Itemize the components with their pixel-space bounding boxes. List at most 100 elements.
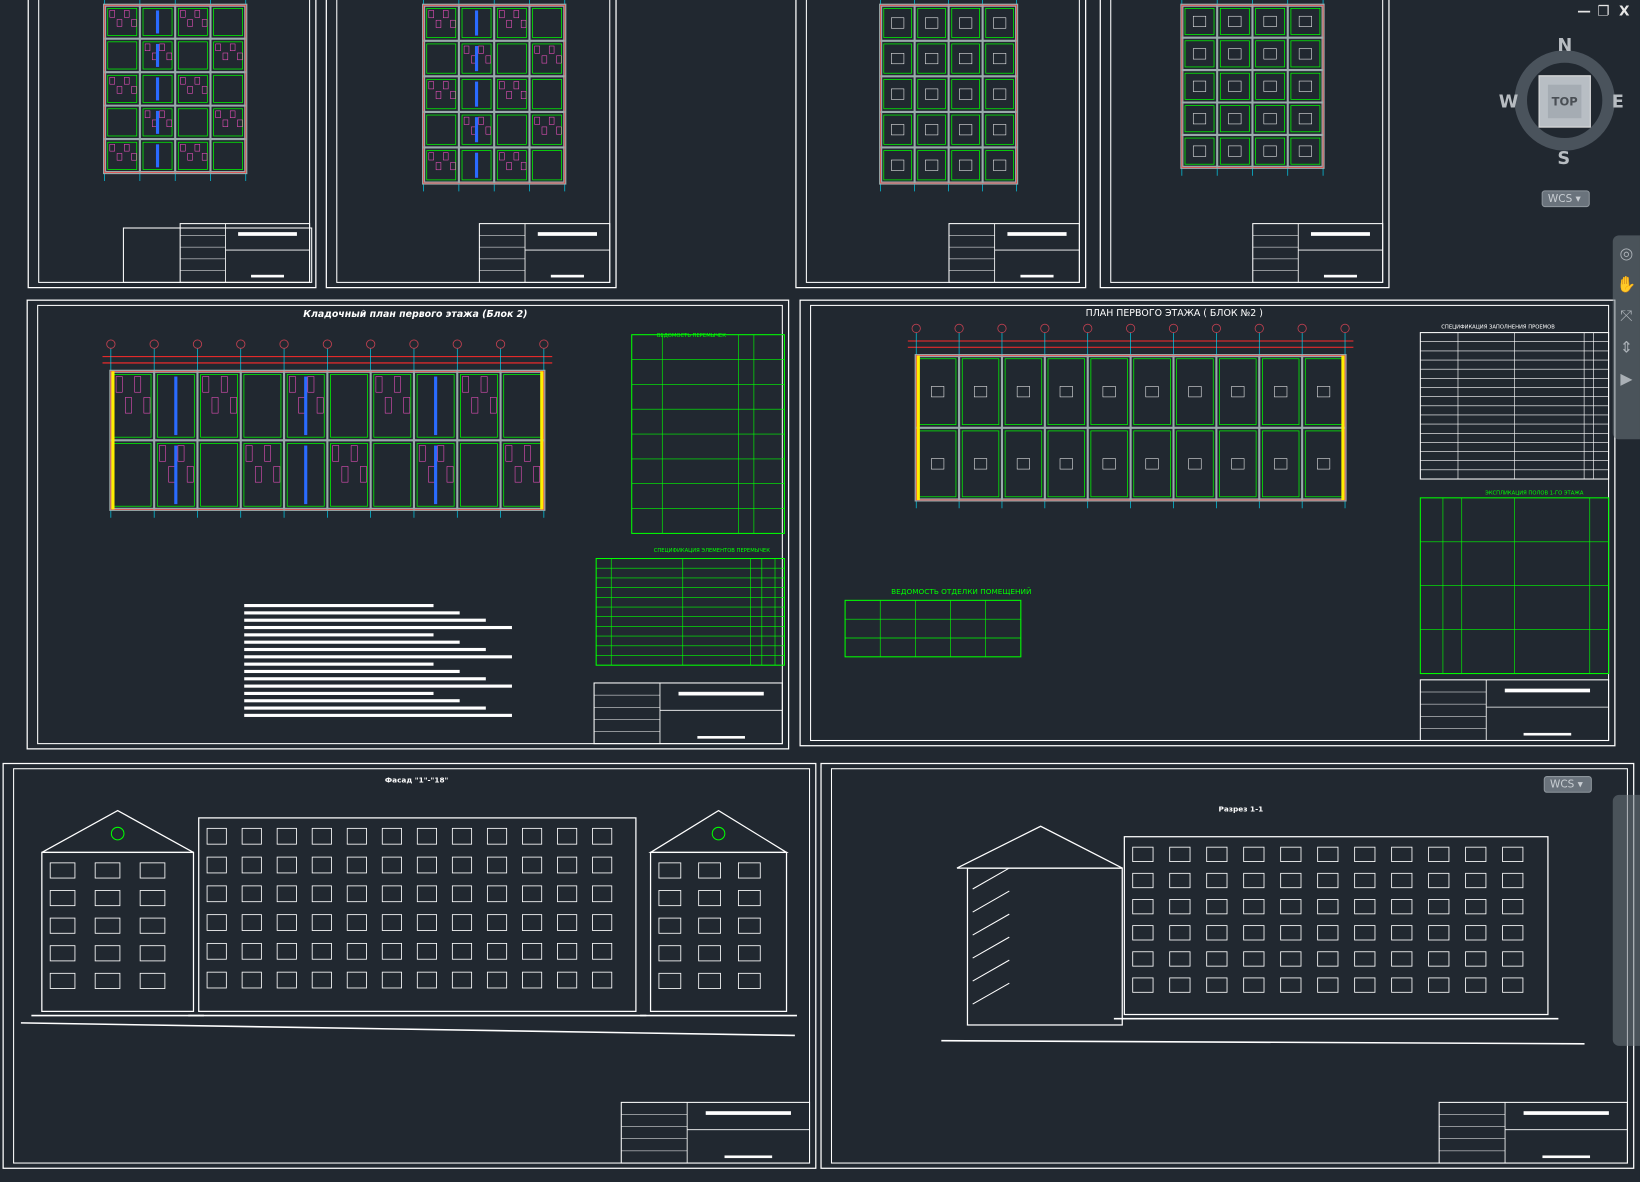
terrain-line bbox=[20, 1022, 795, 1037]
navigation-bar[interactable]: ◎ ✋ ⤧ ⇕ ▶ bbox=[1612, 235, 1640, 440]
room bbox=[213, 8, 244, 36]
close-button[interactable]: X bbox=[1619, 4, 1630, 20]
hatch-mark bbox=[548, 45, 555, 54]
hatch-mark bbox=[513, 152, 520, 161]
hatch-mark bbox=[462, 376, 469, 393]
room bbox=[1184, 72, 1215, 100]
room-tag bbox=[1317, 386, 1331, 398]
compass-south[interactable]: S bbox=[1557, 148, 1571, 170]
window bbox=[486, 827, 508, 845]
hatch-mark bbox=[548, 116, 555, 125]
room-tag bbox=[1228, 113, 1242, 125]
room bbox=[1255, 105, 1285, 133]
room bbox=[961, 358, 1000, 426]
window bbox=[1428, 925, 1450, 941]
window bbox=[346, 856, 367, 874]
room bbox=[107, 8, 138, 36]
zoom-extents-icon[interactable]: ⤧ bbox=[1620, 306, 1633, 326]
room bbox=[177, 8, 208, 36]
room bbox=[496, 8, 527, 39]
viewcube-top-face[interactable]: TOP bbox=[1538, 75, 1591, 128]
compass-east[interactable]: E bbox=[1611, 92, 1624, 113]
hatch-mark bbox=[435, 162, 442, 171]
room bbox=[1290, 105, 1321, 133]
room bbox=[142, 108, 173, 137]
window bbox=[346, 914, 367, 931]
room-tag bbox=[1102, 386, 1116, 398]
s5-sheet-border bbox=[26, 299, 790, 750]
room bbox=[213, 74, 244, 103]
compass-west[interactable]: W bbox=[1498, 92, 1519, 113]
room bbox=[426, 79, 457, 110]
title-block-text bbox=[724, 1155, 773, 1159]
room bbox=[1004, 430, 1043, 498]
s5-title-block bbox=[593, 682, 783, 745]
note-line bbox=[244, 647, 486, 652]
hatch-mark bbox=[131, 19, 137, 27]
s4-title-block bbox=[1252, 223, 1384, 283]
hatch-mark bbox=[514, 466, 522, 483]
hatch-mark bbox=[177, 445, 185, 462]
s3-sheet-frame bbox=[805, 0, 1080, 283]
hatch-mark bbox=[513, 81, 520, 90]
viewcube[interactable]: TOP N S E W bbox=[1499, 36, 1624, 171]
hatch-mark bbox=[131, 86, 137, 94]
note-line bbox=[244, 611, 460, 615]
room-tag bbox=[1102, 458, 1116, 470]
window bbox=[1428, 977, 1450, 993]
orbit-icon[interactable]: ⇕ bbox=[1619, 337, 1633, 357]
window bbox=[557, 827, 578, 845]
hatch-mark bbox=[443, 81, 449, 90]
gable-roof bbox=[648, 809, 789, 854]
section-title: Разрез 1-1 bbox=[1218, 805, 1263, 814]
title-block-text bbox=[1523, 1111, 1609, 1115]
window bbox=[1132, 977, 1154, 993]
stair-flight bbox=[972, 890, 1010, 913]
navigation-bar-lower[interactable] bbox=[1612, 794, 1640, 1046]
note-line bbox=[244, 713, 512, 717]
window bbox=[1317, 872, 1339, 889]
room bbox=[142, 8, 173, 36]
room bbox=[1184, 105, 1215, 133]
window bbox=[49, 917, 76, 934]
title-block-text bbox=[1007, 232, 1067, 236]
window bbox=[698, 945, 721, 962]
ucs-menu-button[interactable]: WCS ▾ bbox=[1541, 190, 1590, 208]
note-line bbox=[244, 633, 434, 637]
title-block-text bbox=[537, 232, 597, 236]
room bbox=[107, 108, 138, 137]
hatch-mark bbox=[215, 43, 221, 51]
window bbox=[451, 885, 473, 903]
s7-sheet-border bbox=[2, 762, 817, 1169]
room bbox=[951, 43, 980, 74]
room-tag bbox=[1231, 458, 1245, 470]
window bbox=[737, 862, 761, 879]
compass-north[interactable]: N bbox=[1557, 35, 1573, 57]
steering-wheel-icon[interactable]: ◎ bbox=[1619, 243, 1634, 263]
hatch-mark bbox=[237, 119, 243, 127]
window bbox=[241, 856, 262, 874]
window bbox=[1317, 899, 1339, 915]
minimize-button[interactable]: — bbox=[1577, 4, 1591, 20]
room bbox=[951, 114, 980, 145]
title-block-text bbox=[705, 1111, 791, 1115]
hatch-mark bbox=[211, 397, 219, 414]
window bbox=[1243, 872, 1265, 889]
window bbox=[557, 942, 578, 960]
showmotion-icon[interactable]: ▶ bbox=[1620, 369, 1633, 389]
hatch-mark bbox=[506, 91, 512, 99]
window bbox=[1502, 977, 1524, 993]
window bbox=[486, 914, 508, 931]
window bbox=[557, 885, 578, 903]
window bbox=[1280, 977, 1302, 993]
pan-hand-icon[interactable]: ✋ bbox=[1616, 275, 1637, 294]
room-tag bbox=[891, 159, 905, 171]
hatch-mark bbox=[168, 466, 176, 483]
ucs-menu-button-lower[interactable]: WCS ▾ bbox=[1543, 776, 1592, 793]
room bbox=[1219, 72, 1250, 100]
restore-button[interactable]: ❐ bbox=[1597, 4, 1610, 20]
hatch-mark bbox=[375, 376, 383, 393]
room-tag bbox=[1228, 80, 1242, 92]
